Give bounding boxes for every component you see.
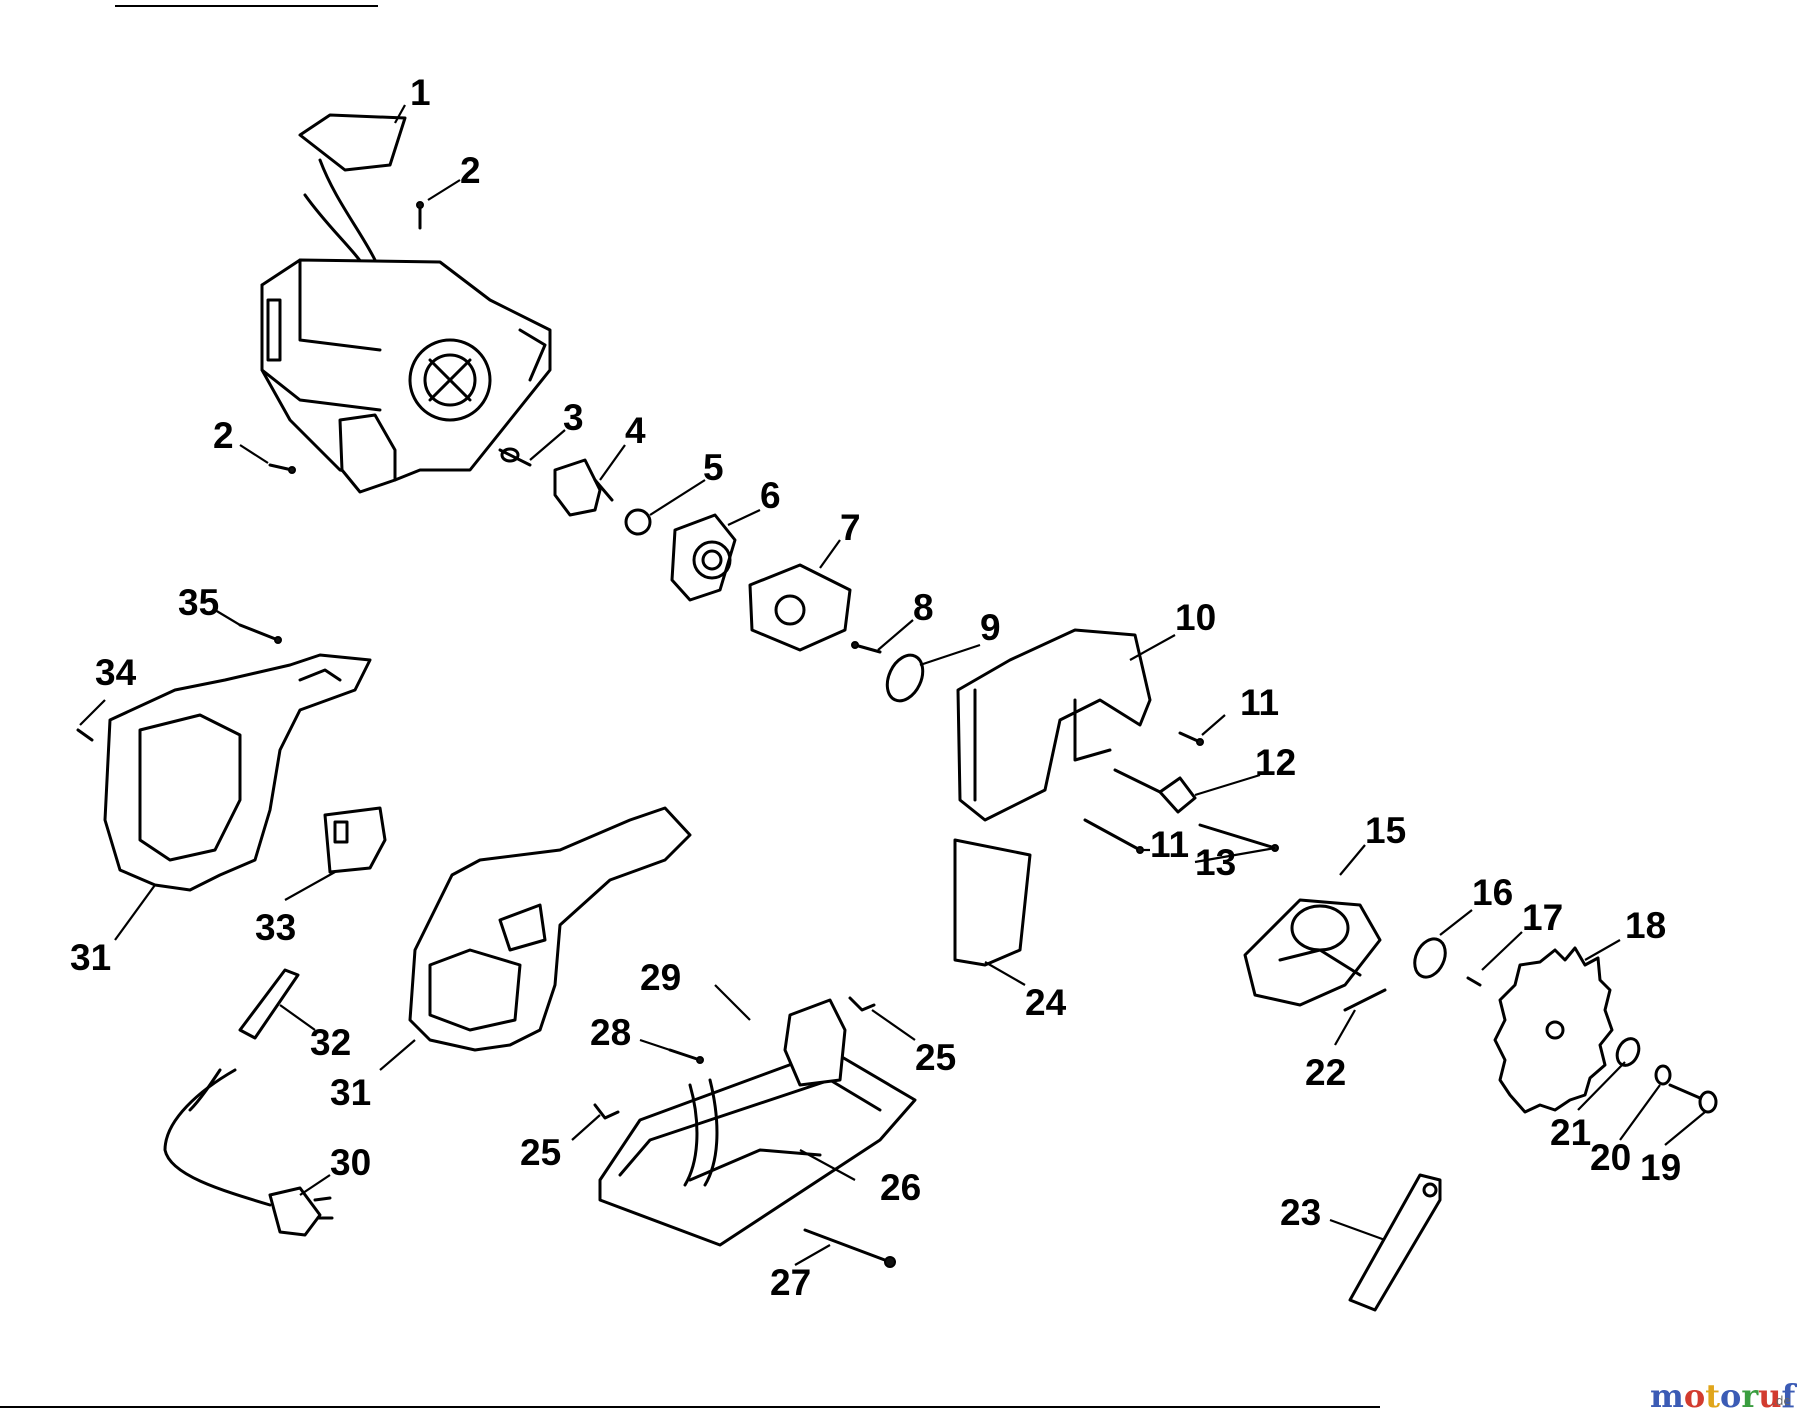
part-27-bolt bbox=[803, 1228, 896, 1268]
callout-28: 28 bbox=[590, 1012, 631, 1053]
part-motor-housing bbox=[260, 158, 552, 494]
callout-labels: 1 2 2 3 4 5 6 7 8 9 10 11 11 12 13 15 16… bbox=[70, 72, 1681, 1303]
part-label-plate bbox=[298, 113, 407, 172]
part-12-knob bbox=[1113, 768, 1197, 814]
part-handle-right bbox=[408, 806, 692, 1052]
callout-4: 4 bbox=[625, 410, 646, 451]
part-25-wing-nut-lower bbox=[593, 1103, 620, 1120]
callout-2-upper: 2 bbox=[460, 150, 481, 191]
callout-5: 5 bbox=[703, 447, 724, 488]
callout-11-lower: 11 bbox=[1150, 824, 1189, 865]
callout-17: 17 bbox=[1522, 897, 1563, 938]
callout-10: 10 bbox=[1175, 597, 1216, 638]
callout-24: 24 bbox=[1025, 982, 1067, 1023]
callout-1: 1 bbox=[410, 72, 431, 113]
part-35-screw bbox=[238, 623, 282, 644]
callout-12: 12 bbox=[1255, 742, 1296, 783]
callout-31-right: 31 bbox=[330, 1072, 371, 1113]
watermark-logo: motoruf .de bbox=[1650, 1377, 1797, 1415]
part-handle-left bbox=[103, 653, 372, 892]
part-9-retaining-ring bbox=[885, 653, 925, 703]
callout-33: 33 bbox=[255, 907, 296, 948]
callout-27: 27 bbox=[770, 1262, 811, 1303]
callout-20: 20 bbox=[1590, 1137, 1631, 1178]
part-20-washer bbox=[1654, 1064, 1672, 1086]
callout-13: 13 bbox=[1195, 842, 1236, 883]
callout-16: 16 bbox=[1472, 872, 1513, 913]
part-22-lever bbox=[1343, 988, 1387, 1012]
callout-26: 26 bbox=[880, 1167, 921, 1208]
part-19-arbor-bolt bbox=[1668, 1083, 1718, 1114]
leader-lines bbox=[79, 104, 1706, 1266]
callout-18: 18 bbox=[1625, 905, 1666, 946]
part-11-screw-lower bbox=[1083, 818, 1144, 854]
part-17-bushing bbox=[1466, 976, 1482, 987]
part-18-saw-blade bbox=[1493, 946, 1614, 1114]
part-24-guard-extension bbox=[953, 838, 1032, 967]
part-3-bearing bbox=[498, 447, 532, 467]
callout-31-left: 31 bbox=[70, 937, 111, 978]
part-11-screw-upper bbox=[1178, 731, 1204, 746]
callout-30: 30 bbox=[330, 1142, 371, 1183]
callout-29: 29 bbox=[640, 957, 681, 998]
callout-8: 8 bbox=[913, 587, 934, 628]
part-screw-2-lower bbox=[268, 463, 296, 474]
callout-21: 21 bbox=[1550, 1112, 1591, 1153]
callout-15: 15 bbox=[1365, 810, 1406, 851]
part-33-switch bbox=[323, 806, 387, 874]
callout-25-upper: 25 bbox=[915, 1037, 956, 1078]
part-25-wing-nut-upper bbox=[848, 996, 876, 1012]
callout-34: 34 bbox=[95, 652, 137, 693]
part-26-base-plate bbox=[598, 998, 917, 1247]
part-28-screw bbox=[668, 1048, 704, 1064]
part-15-lower-guard bbox=[1243, 898, 1382, 1007]
callout-3: 3 bbox=[563, 397, 584, 438]
part-7-bracket bbox=[748, 563, 852, 652]
callout-32: 32 bbox=[310, 1022, 351, 1063]
part-34-screw bbox=[76, 728, 94, 742]
watermark-text: motoruf bbox=[1650, 1377, 1797, 1415]
callout-2-lower: 2 bbox=[213, 415, 234, 456]
part-32-cord-protector bbox=[238, 968, 300, 1040]
callout-9: 9 bbox=[980, 607, 1001, 648]
part-30-power-cord bbox=[163, 1068, 334, 1237]
part-screw-2-upper bbox=[416, 201, 424, 230]
callout-11-upper: 11 bbox=[1240, 682, 1279, 723]
part-10-upper-guard bbox=[956, 628, 1152, 822]
part-21-outer-washer bbox=[1615, 1037, 1641, 1067]
part-5-washer bbox=[624, 508, 652, 536]
part-8-screw bbox=[851, 641, 882, 654]
part-23-wrench bbox=[1348, 1173, 1442, 1312]
callout-19: 19 bbox=[1640, 1147, 1681, 1188]
callout-7: 7 bbox=[840, 507, 861, 548]
callout-35: 35 bbox=[178, 582, 219, 623]
callout-25-lower: 25 bbox=[520, 1132, 561, 1173]
part-6-gear-plate bbox=[670, 513, 737, 602]
callout-23: 23 bbox=[1280, 1192, 1321, 1233]
part-16-washer bbox=[1413, 937, 1447, 979]
callout-6: 6 bbox=[760, 475, 781, 516]
watermark-suffix: .de bbox=[1772, 1394, 1791, 1408]
part-4-pinion bbox=[553, 458, 614, 517]
callout-22: 22 bbox=[1305, 1052, 1346, 1093]
